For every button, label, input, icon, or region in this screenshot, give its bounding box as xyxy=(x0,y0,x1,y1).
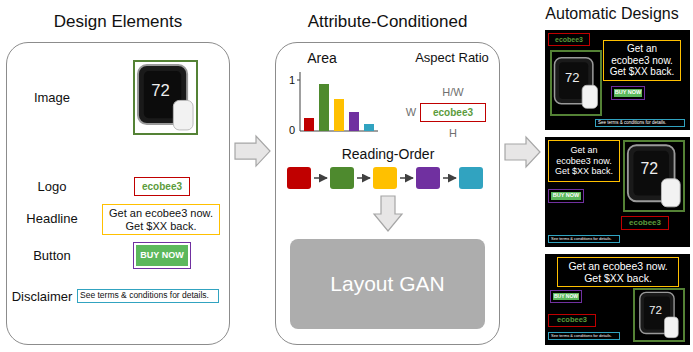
disclaimer-text: See terms & conditions for details. xyxy=(80,291,209,300)
label: Aspect Ratio xyxy=(415,51,489,66)
panel: Attribute-Conditionedecobee3Layout GAN xyxy=(275,42,500,345)
button-text: BUY NOW xyxy=(553,293,579,300)
label: Automatic Designs xyxy=(545,5,678,23)
disclaimer-text: See terms & conditions for details. xyxy=(598,121,666,126)
logo-box: ecobee3 xyxy=(548,314,596,327)
image-box: 72 xyxy=(133,60,198,135)
thermostat xyxy=(640,292,678,337)
button-box: BUY NOW xyxy=(548,189,584,203)
order-square xyxy=(330,167,354,189)
disclaimer-text: See terms & conditions for details. xyxy=(551,334,612,338)
headline-text: Get an ecobee3 now. Get $XX back. xyxy=(561,260,675,284)
block-arrow xyxy=(374,196,402,231)
label: Area xyxy=(307,50,337,66)
button-box: BUY NOW xyxy=(611,86,645,100)
chart-axis xyxy=(300,72,301,131)
logo-box: ecobee3 xyxy=(134,177,190,196)
headline-box: Get an ecobee3 now. Get $XX back. xyxy=(548,140,620,182)
logo-text: ecobee3 xyxy=(629,219,661,228)
thermostat xyxy=(555,58,598,109)
label: Button xyxy=(33,249,71,264)
display-reading: 72 xyxy=(649,304,662,316)
logo-text: ecobee3 xyxy=(433,107,473,118)
disclaimer-box: See terms & conditions for details. xyxy=(77,289,219,303)
order-arrow xyxy=(357,177,370,179)
order-arrow xyxy=(400,177,413,179)
image-box: 72 xyxy=(550,50,602,116)
block-arrow xyxy=(505,137,540,167)
display-reading: 72 xyxy=(641,162,659,178)
headline-box: Get an ecobee3 now. Get $XX back. xyxy=(557,257,679,287)
label: Logo xyxy=(38,180,67,195)
model-name: Layout GAN xyxy=(330,272,444,296)
disclaimer-text: See terms & conditions for details. xyxy=(551,237,612,241)
label: H/W xyxy=(442,86,463,99)
area-bar xyxy=(349,112,359,131)
order-arrow xyxy=(443,177,456,179)
button-text: BUY NOW xyxy=(614,89,642,97)
ad-design: 72 ecobee3 Get an ecobee3 now. Get $XX bac… xyxy=(545,254,690,345)
axis-tick xyxy=(297,80,300,81)
headline-text: Get an ecobee3 now. Get $XX back. xyxy=(607,43,677,78)
display-reading: 72 xyxy=(565,71,579,84)
image-box: 72 xyxy=(633,288,685,342)
logo-text: ecobee3 xyxy=(557,316,587,324)
logo-text: ecobee3 xyxy=(555,36,583,44)
headline-box: Get an ecobee3 now. Get $XX back. xyxy=(102,204,220,235)
label: Image xyxy=(34,91,70,106)
headline-text: Get an ecobee3 now. Get $XX back. xyxy=(552,145,616,176)
button-box: BUY NOW xyxy=(133,242,191,269)
label: 1 xyxy=(289,74,295,87)
order-square xyxy=(459,167,483,189)
label: Headline xyxy=(26,212,77,227)
logo-box: ecobee3 xyxy=(420,103,486,122)
block-arrow xyxy=(235,136,270,166)
disclaimer-box: See terms & conditions for details. xyxy=(595,119,685,127)
label: Disclaimer xyxy=(12,290,73,305)
ad-design: 72 ecobee3 Get an ecobee3 now. Get $XX bac… xyxy=(545,137,690,247)
label: H xyxy=(449,127,457,140)
headline-box: Get an ecobee3 now. Get $XX back. xyxy=(603,40,681,81)
disclaimer-box: See terms & conditions for details. xyxy=(548,332,620,340)
order-square xyxy=(287,167,311,189)
button-text: BUY NOW xyxy=(551,192,581,200)
thermostat xyxy=(138,65,193,130)
panel-heading: Attribute-Conditioned xyxy=(276,12,499,32)
label: W xyxy=(406,106,416,119)
logo-box: ecobee3 xyxy=(621,216,669,230)
area-bar xyxy=(364,124,374,131)
label: 0 xyxy=(289,124,295,137)
display-reading: 72 xyxy=(151,82,170,99)
order-square xyxy=(373,167,397,189)
panel-heading: Design Elements xyxy=(7,12,229,32)
model-box: Layout GAN xyxy=(290,239,485,329)
order-square xyxy=(416,167,440,189)
order-arrow xyxy=(314,177,327,179)
logo-box: ecobee3 xyxy=(548,33,590,46)
area-bar xyxy=(304,118,314,131)
ad-design: 72 ecobee3Get an ecobee3 now. Get $XX bac… xyxy=(545,30,690,130)
headline-text: Get an ecobee3 now. Get $XX back. xyxy=(106,207,216,232)
area-bar xyxy=(319,84,329,131)
button-text: BUY NOW xyxy=(136,245,188,266)
disclaimer-box: See terms & conditions for details. xyxy=(548,235,620,243)
image-box: 72 xyxy=(623,140,685,212)
button-box: BUY NOW xyxy=(550,290,582,303)
area-bar xyxy=(334,99,344,131)
logo-text: ecobee3 xyxy=(142,181,182,192)
label: Reading-Order xyxy=(342,146,435,162)
thermostat xyxy=(628,145,680,207)
